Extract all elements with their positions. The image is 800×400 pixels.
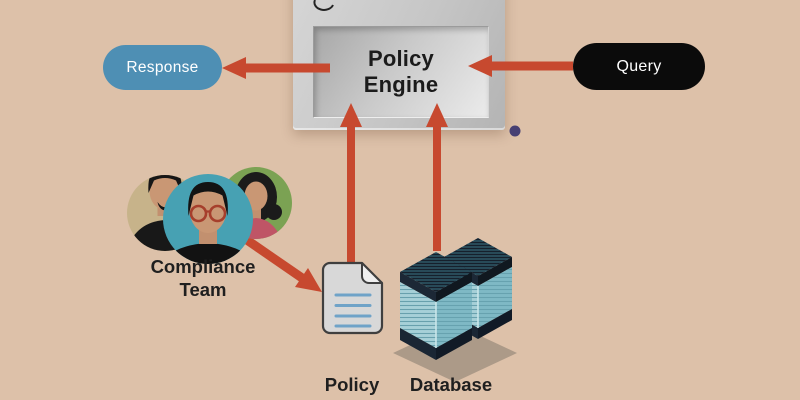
policy-engine-node: Policy Engine — [293, 0, 505, 130]
document-fold-corner — [361, 262, 383, 284]
server-tower-front — [400, 252, 472, 360]
compliance-team-avatars-icon — [127, 167, 292, 264]
arrow-database-to-engine — [426, 103, 448, 251]
decorative-dot — [509, 125, 521, 137]
response-node: Response — [103, 45, 222, 90]
query-node: Query — [573, 43, 705, 90]
compliance-team-label-line2: Team — [180, 279, 227, 300]
arrow-policy-to-engine — [340, 103, 362, 262]
query-label: Query — [616, 57, 662, 75]
arrow-engine-to-response — [222, 57, 330, 79]
response-label: Response — [126, 58, 199, 76]
policy-doc-label: Policy — [325, 374, 380, 395]
hook-arc-icon — [313, 0, 334, 11]
compliance-team-label-line1: Compliance — [151, 256, 256, 277]
policy-engine-label-line2: Engine — [363, 72, 439, 97]
database-icon — [393, 238, 517, 382]
policy-engine-screen: Policy Engine — [313, 26, 489, 118]
database-label: Database — [410, 374, 492, 395]
policy-document-icon — [321, 261, 384, 335]
policy-engine-label: Policy Engine — [364, 46, 439, 98]
document-text-lines — [334, 293, 372, 328]
policy-engine-label-line1: Policy — [367, 46, 434, 71]
arrow-query-to-engine — [468, 55, 573, 77]
